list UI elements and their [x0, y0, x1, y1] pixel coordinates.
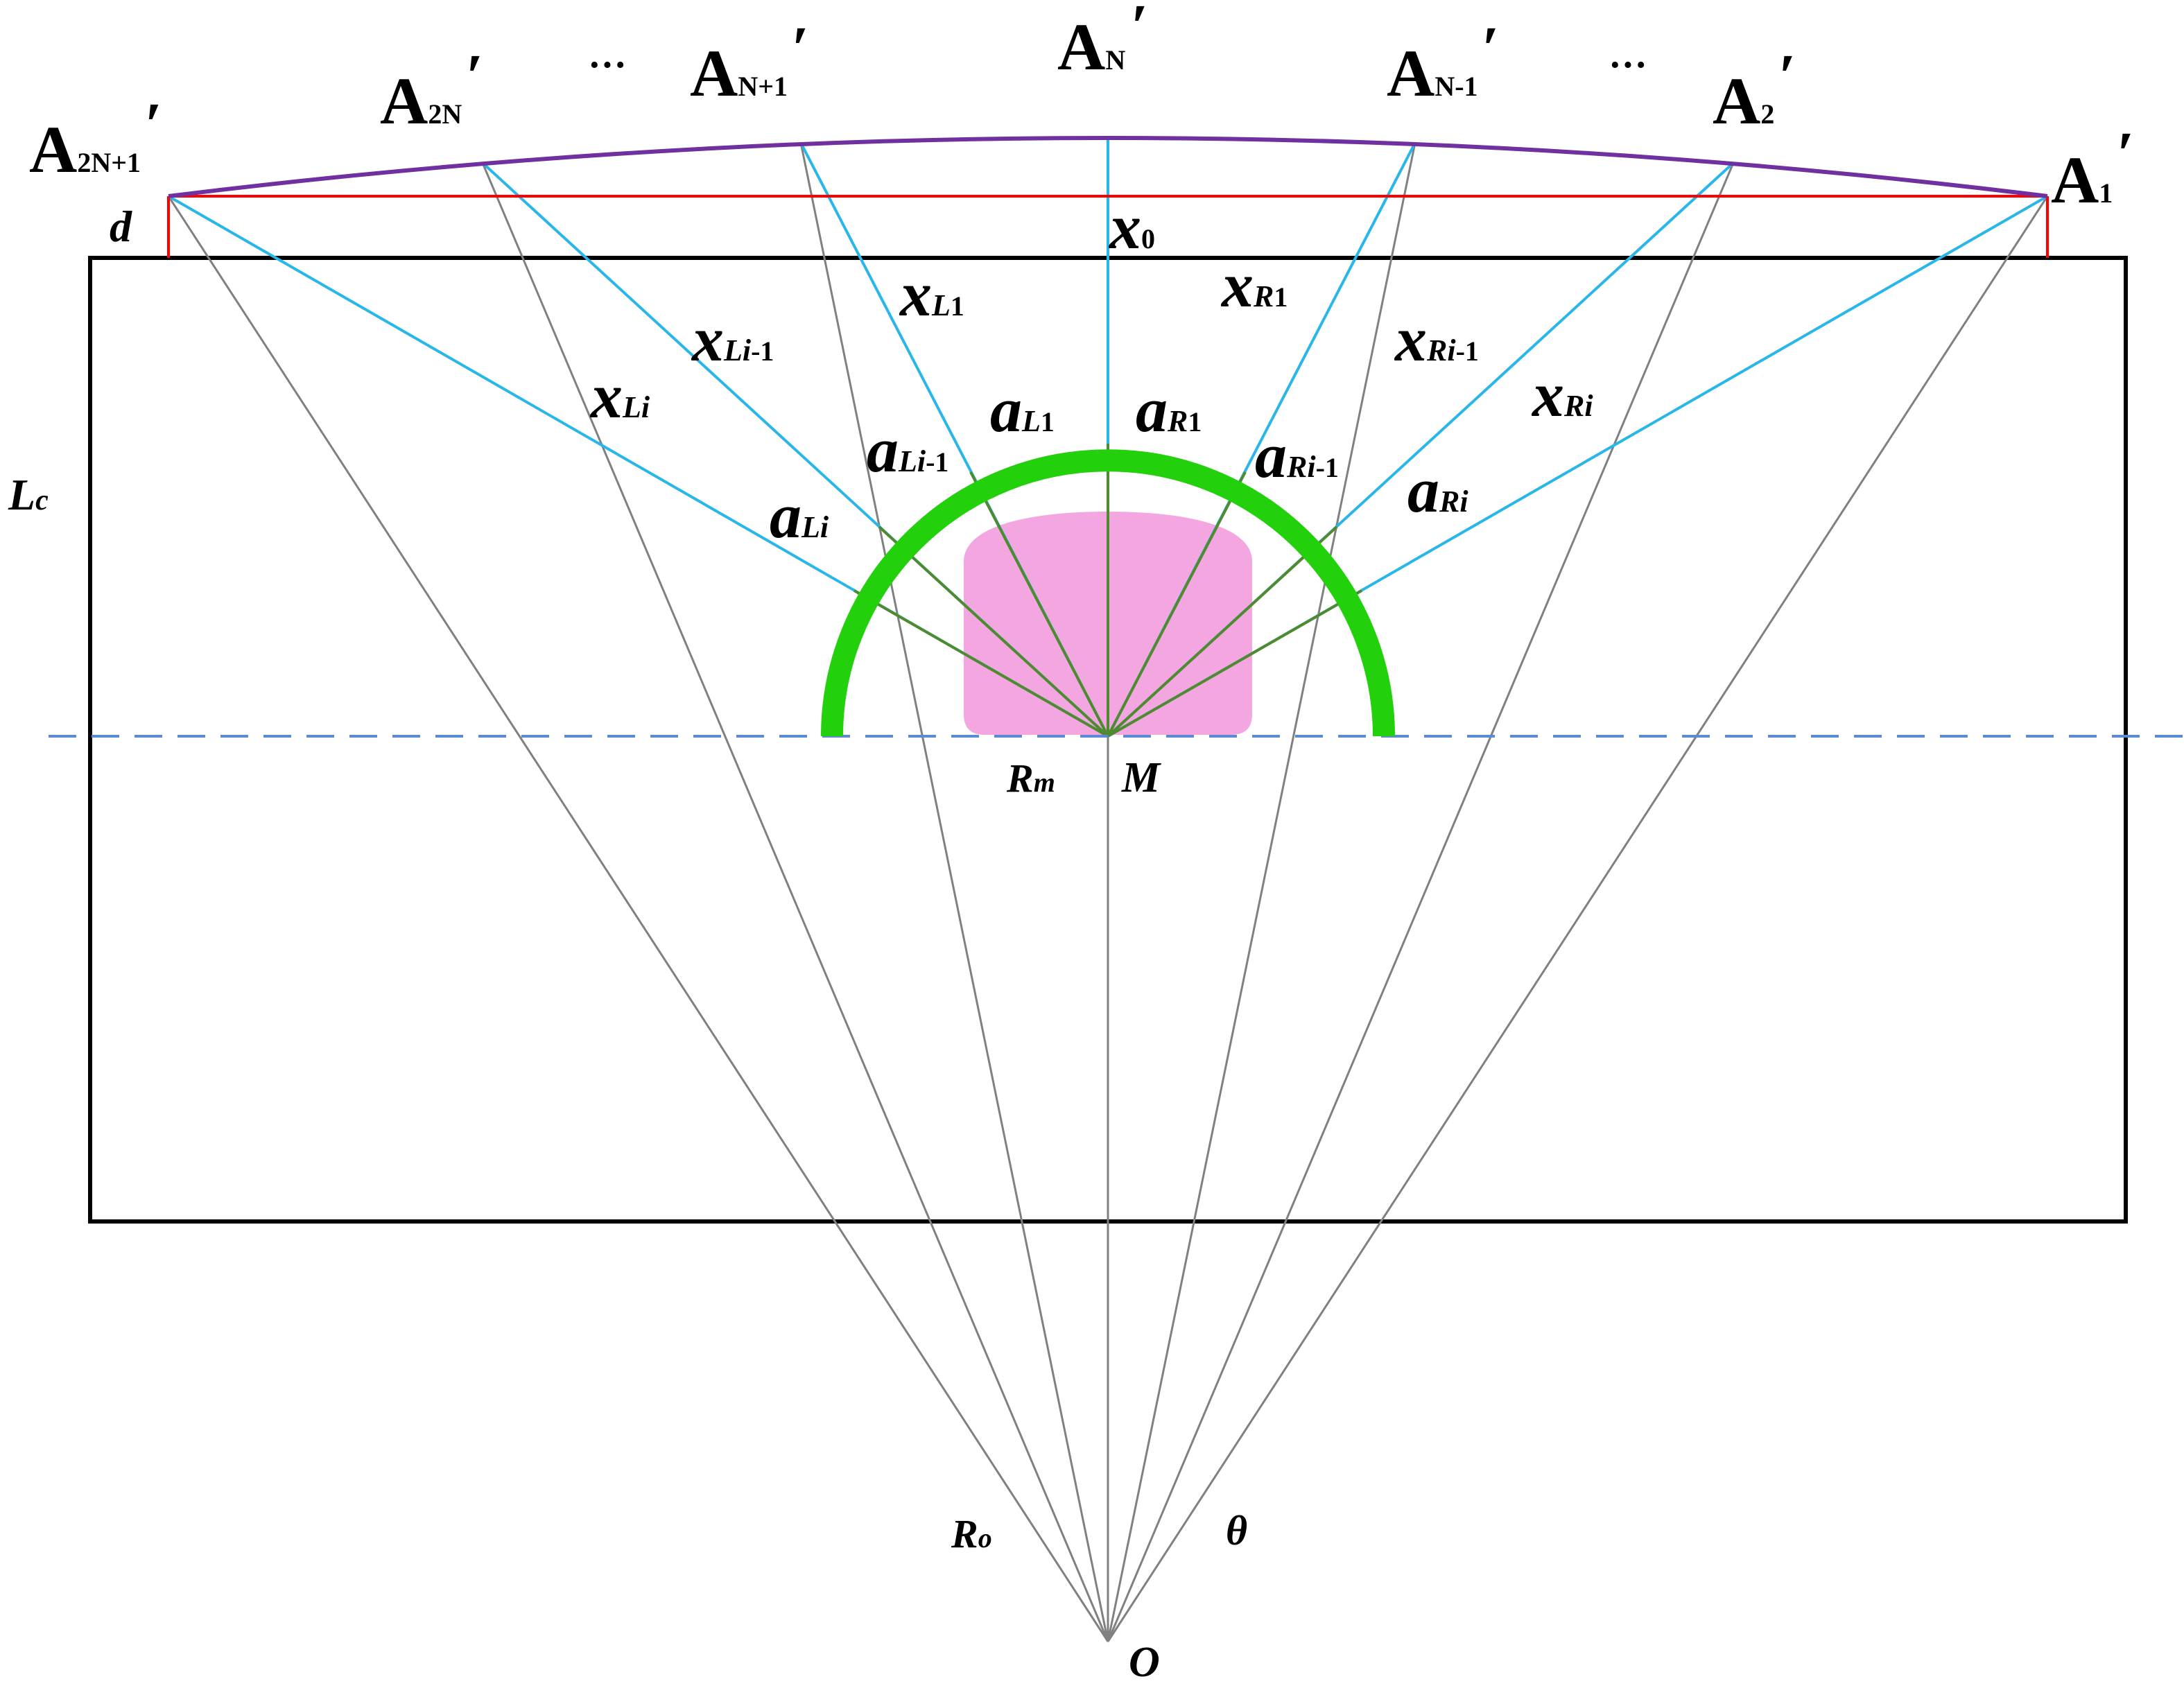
label-lc: Lc [8, 470, 49, 519]
ray-a1 [1107, 195, 2049, 1642]
label-x0: x0 [1108, 191, 1155, 262]
label-xl1: xL1 [899, 259, 964, 329]
label-ar1: aR1 [1136, 374, 1202, 445]
label-an1: AN+1′ [690, 15, 809, 110]
label-ro: Ro [951, 1511, 992, 1556]
label-an: AN′ [1057, 0, 1149, 84]
label-xri: xRi [1531, 359, 1593, 430]
green-semicircle [821, 449, 1395, 737]
label-a1: A1′ [2051, 120, 2135, 217]
dots-right: ··· [1609, 44, 1647, 87]
red-bracket [167, 195, 2049, 258]
ray-anm1 [1107, 142, 1416, 1642]
label-xli1: xLi-1 [691, 304, 774, 374]
green-segments [853, 444, 1362, 738]
gray-rays [167, 138, 2049, 1642]
label-m: M [1121, 754, 1161, 801]
label-xr1: xR1 [1220, 250, 1288, 320]
label-theta: θ [1226, 1508, 1247, 1554]
ray-a2n [481, 162, 1109, 1642]
label-ari: aRi [1407, 455, 1468, 525]
label-d: d [110, 202, 132, 251]
ray-a2n1 [167, 195, 1109, 1642]
label-xli: xLi [589, 360, 650, 431]
label-ali: aLi [770, 480, 829, 551]
label-ali1: aLi-1 [867, 415, 948, 485]
label-ari1: aRi-1 [1255, 420, 1339, 491]
label-al1: aL1 [990, 374, 1055, 445]
label-o: O [1129, 1639, 1160, 1686]
dots-left: ··· [588, 44, 627, 87]
ray-an1 [799, 142, 1109, 1642]
label-a2n: A2N′ [380, 42, 484, 138]
label-anm1: AN-1′ [1387, 15, 1500, 110]
label-a2: A2′ [1713, 42, 1796, 138]
purple-arc [168, 136, 2048, 198]
ray-a2 [1107, 162, 1735, 1642]
label-xri1: xRi-1 [1394, 304, 1479, 374]
label-a2n1: A2N+1′ [29, 91, 162, 186]
label-rm: Rm [1006, 756, 1055, 801]
